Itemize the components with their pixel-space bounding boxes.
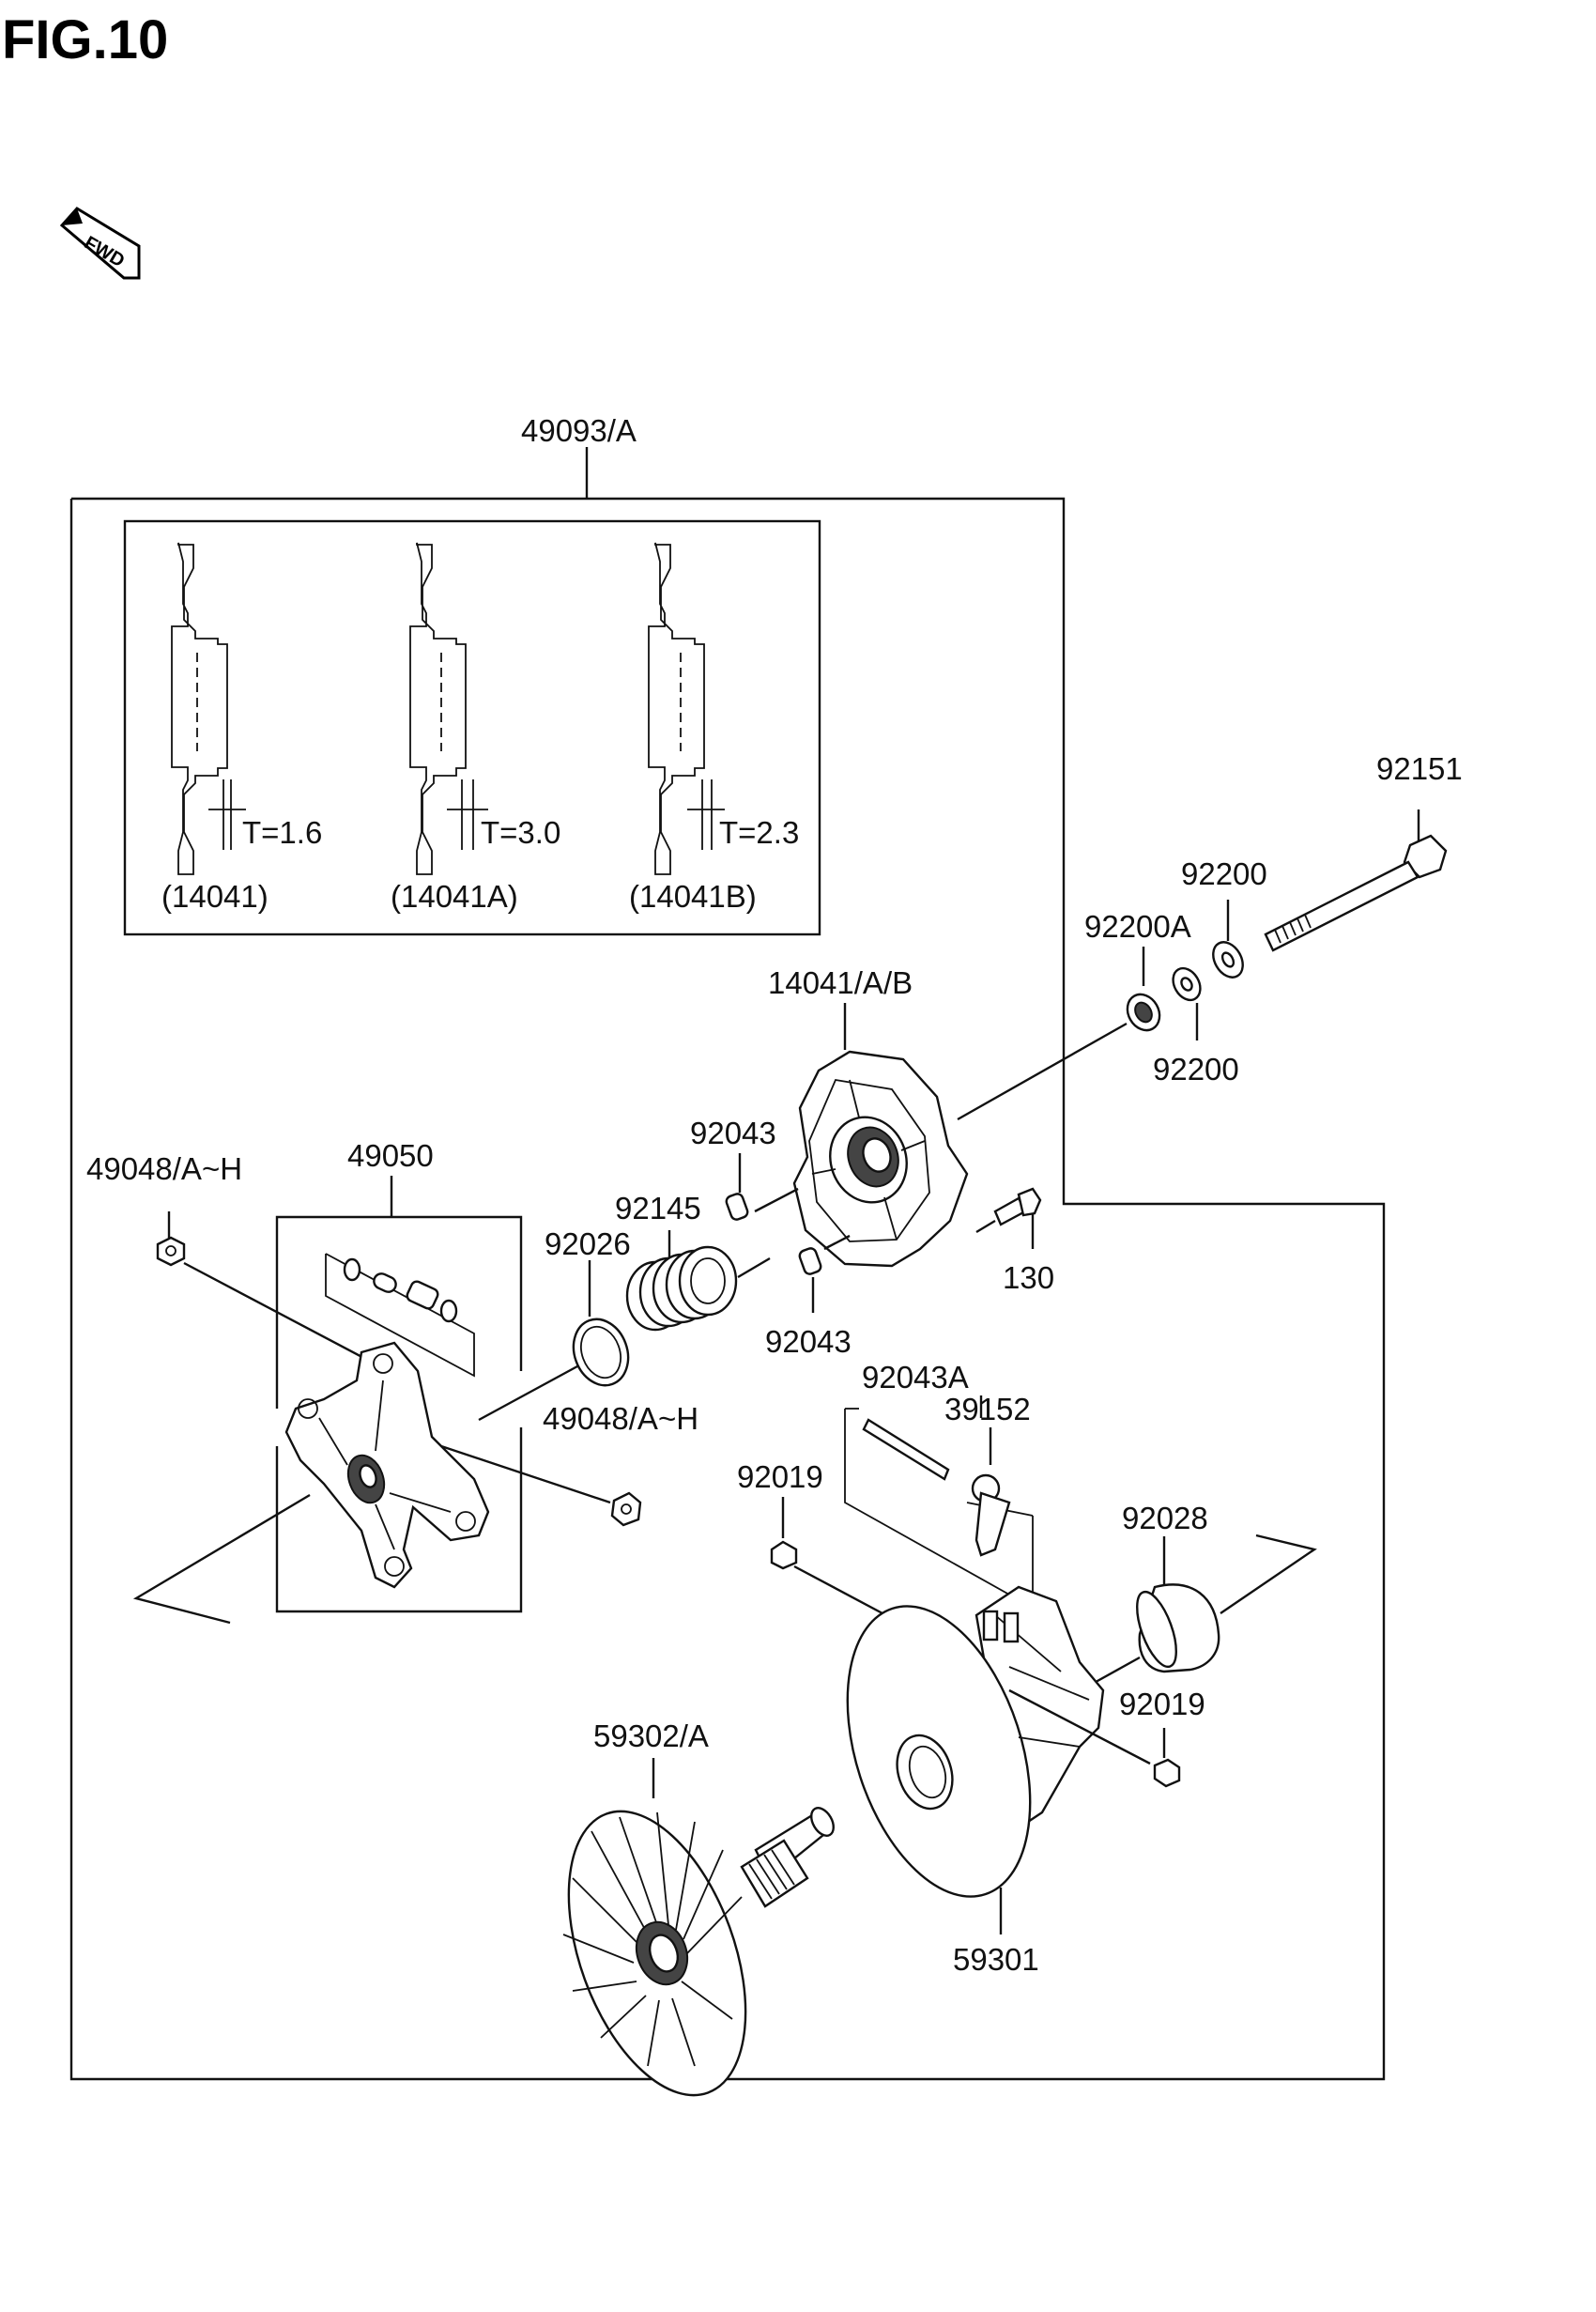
weight-arm-assembly <box>284 1341 490 1589</box>
bearing-92200A <box>1126 947 1161 1032</box>
group-49050 <box>275 1176 523 1613</box>
label-92019-right: 92019 <box>1119 1687 1205 1721</box>
label-49048-top: 49048/A~H <box>86 1151 242 1186</box>
cross-section-14041A <box>409 542 488 875</box>
label-49093: 49093/A <box>521 413 637 448</box>
nut-92019-right <box>1008 1688 1181 1788</box>
cross-section-14041 <box>171 542 246 875</box>
spider-14041 <box>792 1003 969 1268</box>
label-92200A: 92200A <box>1084 909 1191 944</box>
inset-part-label-3: (14041B) <box>629 879 757 914</box>
nut-49048-top <box>156 1211 372 1364</box>
movable-sheave-59301 <box>846 1585 1105 1934</box>
label-49050: 49050 <box>347 1138 434 1173</box>
label-92043-top: 92043 <box>690 1116 776 1150</box>
axis-line-middle <box>478 1364 578 1422</box>
figure-title: FIG.10 <box>2 9 168 70</box>
thickness-label-3: T=2.3 <box>719 815 799 850</box>
pin-92043-bottom <box>798 1234 851 1313</box>
label-130: 130 <box>1003 1260 1054 1295</box>
label-92026: 92026 <box>545 1226 631 1261</box>
washer-92200-top <box>1212 900 1244 979</box>
label-92200-top: 92200 <box>1181 856 1267 891</box>
label-92151: 92151 <box>1376 751 1463 786</box>
label-14041: 14041/A/B <box>768 965 913 1000</box>
bolt-130 <box>975 1187 1042 1249</box>
axis-line-lower-left <box>132 1493 311 1625</box>
ring-92026 <box>572 1260 630 1387</box>
label-92145: 92145 <box>615 1191 701 1225</box>
label-92028: 92028 <box>1122 1501 1208 1535</box>
inset-box <box>123 519 821 936</box>
label-92019-left: 92019 <box>737 1459 823 1494</box>
label-59301: 59301 <box>953 1942 1039 1977</box>
label-92043-bottom: 92043 <box>765 1324 852 1359</box>
nut-92019-left <box>770 1497 898 1623</box>
fwd-arrow-icon: FWD <box>59 207 141 280</box>
thickness-label-1: T=1.6 <box>242 815 322 850</box>
spring-92145 <box>625 1230 771 1332</box>
assembly-frame <box>69 447 1386 2081</box>
cross-section-14041B <box>648 542 725 875</box>
washer-92200-bottom <box>1172 966 1202 1040</box>
label-59302: 59302/A <box>593 1719 709 1753</box>
nut-49048-mid <box>440 1444 642 1527</box>
label-92043A: 92043A <box>862 1360 969 1395</box>
label-92200-bottom: 92200 <box>1153 1052 1239 1087</box>
axis-line-upper <box>957 1022 1128 1121</box>
bushing-92028 <box>1088 1534 1317 1688</box>
inset-part-label-2: (14041A) <box>391 879 518 914</box>
label-49048-mid: 49048/A~H <box>543 1401 698 1436</box>
inset-part-label-1: (14041) <box>161 879 269 914</box>
bolt-92151 <box>1264 809 1448 952</box>
group-92043A <box>844 1395 1034 1610</box>
label-39152: 39152 <box>944 1392 1031 1426</box>
thickness-label-2: T=3.0 <box>481 815 560 850</box>
fixed-sheave-59302 <box>562 1758 835 2097</box>
pin-92043-top <box>725 1153 799 1221</box>
